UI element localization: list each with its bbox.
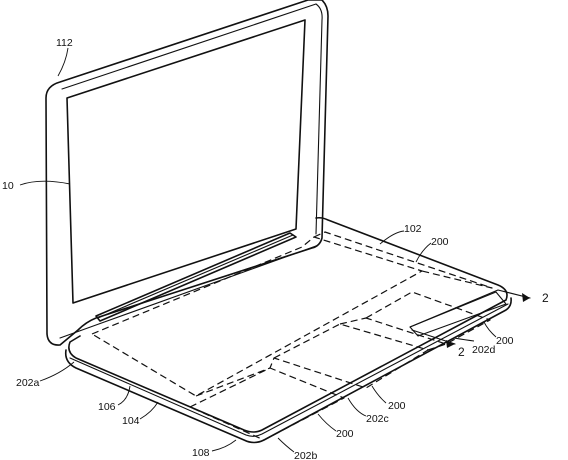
- section-line: [409, 289, 531, 348]
- reference-labels: 112 10 102 200 2 200 202d 2 202a 106 104…: [2, 37, 549, 460]
- label-2-lower: 2: [458, 345, 465, 359]
- leader-lines: [19, 47, 497, 453]
- label-202c: 202c: [366, 413, 389, 425]
- label-200-mid: 200: [388, 400, 406, 412]
- upper-right-region: [313, 231, 493, 289]
- label-202d: 202d: [472, 344, 496, 356]
- label-102: 102: [404, 223, 422, 235]
- label-104: 104: [122, 415, 140, 427]
- label-108: 108: [192, 447, 210, 459]
- region-202c: [273, 323, 429, 389]
- label-200-bottom: 200: [336, 428, 354, 440]
- label-112: 112: [56, 37, 73, 49]
- region-202b: [189, 367, 345, 441]
- label-200-right: 200: [496, 335, 514, 347]
- label-202b: 202b: [294, 450, 318, 460]
- keyboard-region-202a: [91, 236, 423, 397]
- label-10: 10: [2, 180, 14, 192]
- label-2-right: 2: [542, 291, 549, 305]
- base-housing: [64, 216, 512, 444]
- label-202a: 202a: [16, 377, 40, 389]
- label-106: 106: [98, 401, 116, 413]
- hinge: [95, 232, 297, 322]
- label-200-top: 200: [431, 236, 449, 248]
- display-screen: [66, 19, 306, 304]
- display-housing: [45, 0, 329, 346]
- region-mid: [195, 317, 447, 397]
